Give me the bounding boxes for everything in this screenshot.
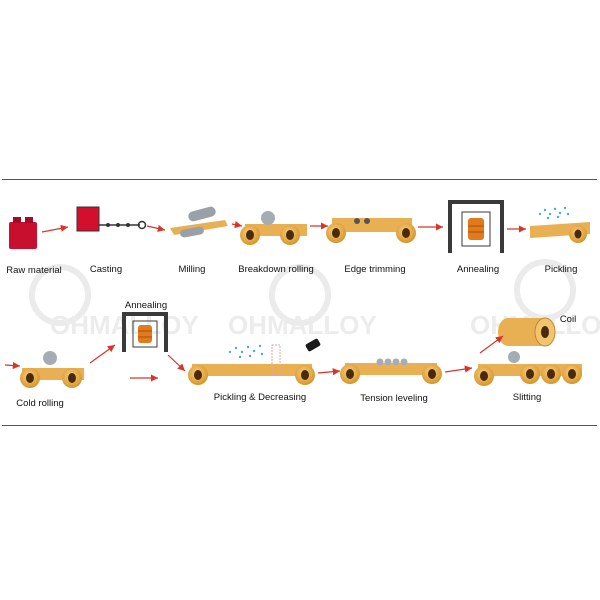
label-pickling-decreasing: Pickling & Decreasing (213, 392, 307, 403)
label-raw-material: Raw material (6, 265, 62, 276)
breakdown-rolling-icon (240, 211, 307, 245)
row1-arrows (41, 221, 526, 233)
coil-icon (498, 317, 556, 347)
diagram-frame (2, 179, 597, 426)
casting-icon (76, 206, 147, 232)
milling-icon (170, 206, 228, 238)
annealing-furnace-icon-2 (122, 312, 168, 352)
label-casting: Casting (89, 264, 123, 275)
label-tension-leveling: Tension leveling (360, 393, 428, 404)
tension-leveling-icon (340, 358, 442, 384)
cold-rolling-icon (20, 351, 84, 388)
label-cold-rolling: Cold rolling (16, 398, 64, 409)
row2-arrows (4, 335, 504, 382)
label-slitting: Slitting (512, 392, 542, 403)
raw-material-icon (9, 217, 37, 249)
label-pickling: Pickling (544, 264, 578, 275)
pickling-decreasing-icon (188, 338, 321, 385)
label-edge-trimming: Edge trimming (344, 264, 406, 275)
label-annealing-1: Annealing (456, 264, 500, 275)
label-milling: Milling (178, 264, 206, 275)
pickling-icon (530, 206, 590, 243)
label-annealing-2: Annealing (124, 300, 168, 311)
annealing-furnace-icon-1 (448, 200, 504, 253)
slitting-icon (474, 351, 582, 386)
watermark-text-2: OHMALLOY (228, 310, 377, 340)
label-breakdown-rolling: Breakdown rolling (238, 264, 314, 275)
label-coil: Coil (559, 314, 577, 325)
edge-trimming-icon (326, 218, 416, 243)
